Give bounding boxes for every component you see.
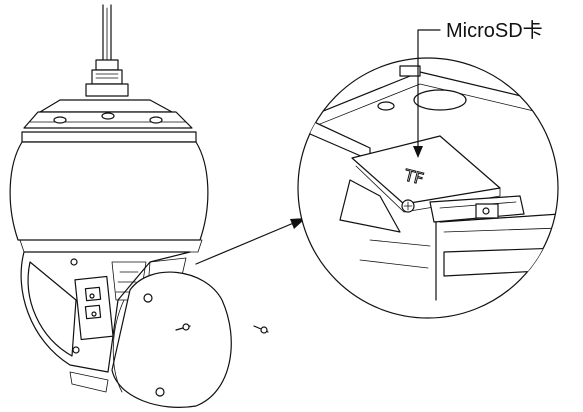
detail-magnified-view: TF: [297, 57, 559, 319]
callout-leader: [413, 29, 441, 158]
screw: [253, 325, 269, 334]
detail-arrow: [195, 218, 306, 265]
power-cable: [102, 4, 112, 63]
camera-lower-body: [20, 251, 191, 393]
side-cover: [111, 271, 232, 408]
microsd-callout-label: MicroSD卡: [446, 19, 543, 42]
cable-gland: [85, 59, 129, 97]
mounting-cap: [23, 99, 193, 129]
screw: [175, 323, 191, 331]
dome-housing: [9, 131, 209, 253]
